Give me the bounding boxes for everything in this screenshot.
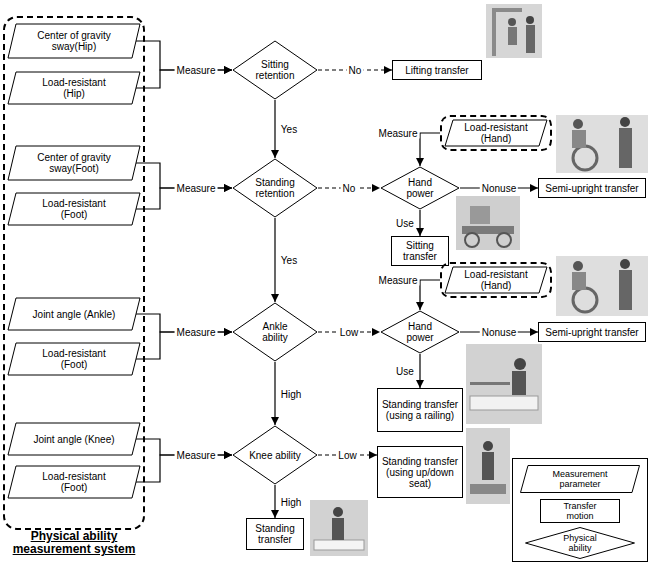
- decision-diamond: Standing retention: [232, 158, 318, 218]
- node-label: Hand power: [395, 321, 445, 343]
- edge-label: Low: [338, 327, 360, 338]
- node-label: Hand power: [395, 177, 445, 199]
- node-label: Sitting retention: [249, 59, 302, 81]
- edge-label: Measure: [175, 327, 218, 338]
- group-heading: Physical ability measurement system: [1, 530, 147, 556]
- edge-label: Yes: [279, 124, 299, 135]
- connector: [274, 485, 275, 518]
- edge-label: Use: [394, 366, 416, 377]
- legend-box: Measurement parameterTransfer motionPhys…: [512, 458, 648, 562]
- parameter-box: Load-resistant (Hand): [440, 262, 552, 298]
- edge-label: No: [341, 183, 358, 194]
- transfer-box: Sitting transfer: [391, 236, 449, 266]
- transfer-box: Lifting transfer: [392, 60, 482, 80]
- edge-label: Measure: [175, 183, 218, 194]
- node-label: Standing transfer (using up/down seat): [380, 456, 460, 489]
- edge-label: Measure: [175, 450, 218, 461]
- connector: [419, 210, 420, 236]
- edge-label: No: [347, 65, 364, 76]
- legend-label: Measurement parameter: [532, 469, 628, 489]
- dashed-group: Physical ability measurement systemCente…: [3, 16, 145, 530]
- connector: [420, 133, 440, 166]
- parameter-box: Center of gravity sway(Hip): [8, 24, 140, 58]
- legend-entry: Physical ability: [525, 527, 635, 559]
- edge-label: Nonuse: [480, 183, 518, 194]
- connector: [419, 354, 420, 388]
- photo-illustration: [466, 428, 510, 504]
- transfer-box: Standing transfer: [246, 518, 304, 550]
- transfer-box: Standing transfer (using up/down seat): [377, 446, 463, 498]
- edge-label: Use: [394, 218, 416, 229]
- photo-illustration: [456, 196, 520, 250]
- legend-label: Physical ability: [555, 533, 605, 553]
- connector: [274, 218, 275, 302]
- node-label: Joint angle (Knee): [31, 434, 117, 445]
- node-label: Knee ability: [249, 450, 302, 461]
- node-label: Semi-upright transfer: [541, 327, 643, 338]
- photo-illustration: [486, 4, 542, 58]
- connector: [420, 280, 440, 310]
- transfer-box: Semi-upright transfer: [538, 322, 646, 342]
- node-label: Standing transfer: [249, 523, 301, 545]
- photo-illustration: [556, 115, 648, 173]
- node-label: Ankle ability: [249, 321, 302, 343]
- parameter-box: Center of gravity sway(Foot): [8, 146, 140, 180]
- connector: [274, 362, 275, 425]
- parameter-box: Load-resistant (Foot): [8, 466, 140, 498]
- node-label: Standing transfer (using a railing): [380, 399, 460, 421]
- node-label: Center of gravity sway(Hip): [31, 30, 117, 52]
- edge-label: Nonuse: [480, 327, 518, 338]
- parameter-box: Load-resistant (Foot): [8, 193, 140, 225]
- photo-illustration: [310, 500, 368, 556]
- decision-diamond: Knee ability: [232, 425, 318, 485]
- photo-illustration: [466, 344, 542, 424]
- decision-diamond: Hand power: [380, 166, 460, 210]
- node-label: Standing retention: [249, 177, 302, 199]
- edge-label: High: [279, 388, 304, 399]
- node-label: Joint angle (Ankle): [31, 309, 117, 320]
- node-label: Sitting transfer: [394, 240, 446, 262]
- parameter-box: Load-resistant (Hip): [8, 72, 140, 104]
- edge-label: High: [279, 496, 304, 507]
- transfer-box: Standing transfer (using a railing): [377, 388, 463, 432]
- transfer-box: Semi-upright transfer: [538, 178, 646, 198]
- edge-label: Measure: [377, 128, 420, 139]
- parameter-box: Load-resistant (Foot): [8, 343, 140, 375]
- decision-diamond: Ankle ability: [232, 302, 318, 362]
- legend-entry: Transfer motion: [540, 499, 620, 523]
- decision-diamond: Hand power: [380, 310, 460, 354]
- photo-illustration: [556, 256, 648, 316]
- node-label: Semi-upright transfer: [541, 183, 643, 194]
- parameter-box: Joint angle (Knee): [8, 423, 140, 455]
- parameter-box: Load-resistant (Hand): [440, 115, 552, 151]
- parameter-box: Joint angle (Ankle): [8, 298, 140, 330]
- node-label: Load-resistant (Foot): [31, 348, 117, 370]
- edge-label: Yes: [279, 255, 299, 266]
- connector: [274, 100, 275, 158]
- edge-label: Measure: [377, 275, 420, 286]
- node-label: Load-resistant (Hand): [454, 269, 538, 291]
- edge-label: Low: [336, 450, 358, 461]
- legend-entry: Measurement parameter: [520, 465, 640, 493]
- node-label: Load-resistant (Hip): [31, 77, 117, 99]
- node-label: Load-resistant (Foot): [31, 198, 117, 220]
- node-label: Center of gravity sway(Foot): [31, 152, 117, 174]
- edge-label: Measure: [175, 65, 218, 76]
- decision-diamond: Sitting retention: [232, 40, 318, 100]
- node-label: Lifting transfer: [395, 65, 479, 76]
- legend-label: Transfer motion: [552, 501, 608, 521]
- node-label: Load-resistant (Hand): [454, 122, 538, 144]
- node-label: Load-resistant (Foot): [31, 471, 117, 493]
